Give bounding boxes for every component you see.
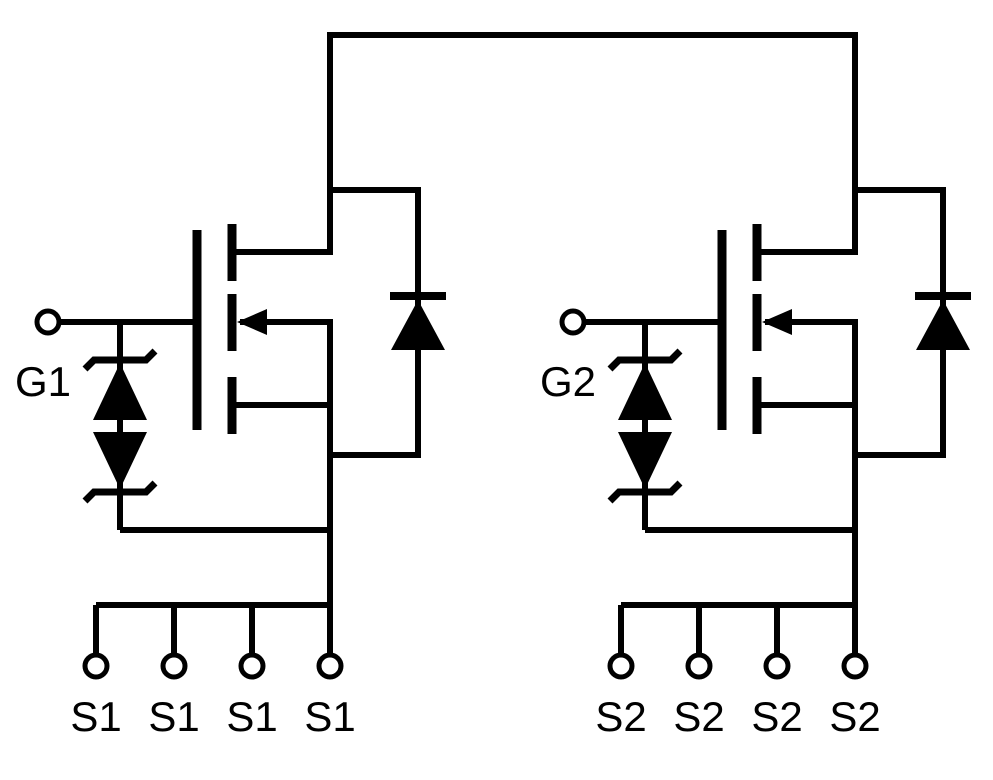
common-drain-rail-wire — [327, 32, 858, 255]
q1-gate-label: G1 — [15, 358, 71, 405]
q1-zener-bottom-triangle — [93, 432, 147, 489]
q2-gate-terminal — [559, 308, 587, 336]
q2-body-diode-triangle — [916, 300, 970, 350]
q2-source-label-2: S2 — [673, 693, 724, 740]
q1-source-terminal-2 — [160, 652, 188, 680]
q1-source-terminal-3 — [238, 652, 266, 680]
q2-source-label-3: S2 — [751, 693, 802, 740]
q2-body-diode-loop-wire — [855, 187, 946, 458]
q2-source-terminal-1 — [607, 652, 635, 680]
q2-zener-bottom-bar — [607, 480, 683, 504]
q2-source-pin-stubs — [618, 605, 858, 655]
q1-source-label-4: S1 — [304, 693, 355, 740]
q2-source-terminal-3 — [763, 652, 791, 680]
q1-source-terminal-4 — [316, 652, 344, 680]
q2-zener-bottom-triangle — [618, 432, 672, 489]
q1-source-label-2: S1 — [148, 693, 199, 740]
q1-zener-top-triangle — [93, 363, 147, 420]
q1-source-label-3: S1 — [226, 693, 277, 740]
q1-source-pin-stubs — [93, 605, 333, 655]
q2-gate-label: G2 — [540, 358, 596, 405]
q2-source-label-1: S2 — [595, 693, 646, 740]
q2-zener-top-bar — [607, 348, 683, 372]
q2-source-label-4: S2 — [829, 693, 880, 740]
q1-body-source-wire — [240, 319, 333, 605]
q1-zener-bottom-bar — [82, 480, 158, 504]
q2-body-arrow — [762, 309, 792, 335]
q2-circuit: G2 S2 S2 S2 S2 — [540, 187, 971, 740]
q2-body-source-wire — [765, 319, 858, 605]
q1-source-label-1: S1 — [70, 693, 121, 740]
q1-gate-terminal — [34, 308, 62, 336]
q1-zener-top-bar — [82, 348, 158, 372]
q1-circuit: G1 S1 S1 S1 S1 — [15, 187, 446, 740]
q2-source-terminal-2 — [685, 652, 713, 680]
q1-body-arrow — [237, 309, 267, 335]
q1-body-diode-triangle — [391, 300, 445, 350]
q1-source-terminal-1 — [82, 652, 110, 680]
q2-zener-top-triangle — [618, 363, 672, 420]
q1-body-diode-loop-wire — [330, 187, 421, 458]
q2-source-terminal-4 — [841, 652, 869, 680]
